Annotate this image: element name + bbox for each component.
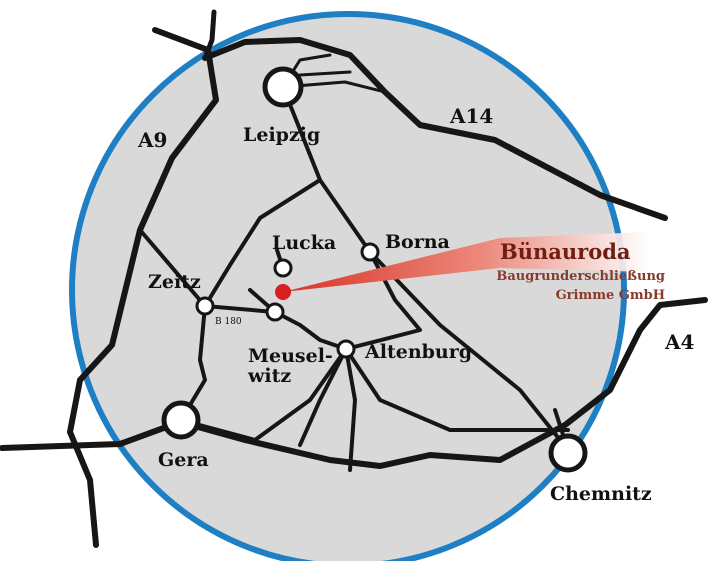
borna-label: Borna: [385, 231, 450, 253]
borna-marker: [360, 242, 380, 262]
company-line1: Baugrunderschließung: [496, 269, 665, 284]
lucka-marker: [273, 258, 293, 278]
a14-label: A14: [449, 104, 493, 128]
chemnitz-marker: [548, 433, 588, 473]
meuselwitz-label-line2: witz: [247, 365, 291, 387]
gera-label: Gera: [158, 449, 209, 471]
b180-label: B 180: [215, 317, 242, 327]
a9-highway: [67, 27, 219, 548]
gera-marker: [161, 400, 201, 440]
zeitz-marker: [195, 296, 215, 316]
zeitz-label: Zeitz: [148, 271, 201, 293]
leipzig-marker: [262, 66, 304, 108]
a9-label: A9: [137, 128, 167, 152]
altenburg-label: Altenburg: [364, 341, 472, 363]
a4-label: A4: [664, 330, 695, 354]
a9-spur: [202, 9, 217, 61]
altenburg-marker: [336, 339, 356, 359]
lucka-label: Lucka: [272, 232, 336, 254]
company-name: Bünauroda: [500, 239, 631, 264]
region-circle: [69, 11, 627, 561]
leipzig-label: Leipzig: [243, 124, 320, 146]
buenauroda-marker: [275, 284, 291, 300]
chemnitz-label: Chemnitz: [550, 483, 652, 505]
meuselwitz-marker: [265, 302, 285, 322]
company-pointer: [283, 232, 650, 292]
meuselwitz-label-line1: Meusel-: [248, 345, 333, 367]
company-line2: Grimme GmbH: [556, 288, 665, 303]
